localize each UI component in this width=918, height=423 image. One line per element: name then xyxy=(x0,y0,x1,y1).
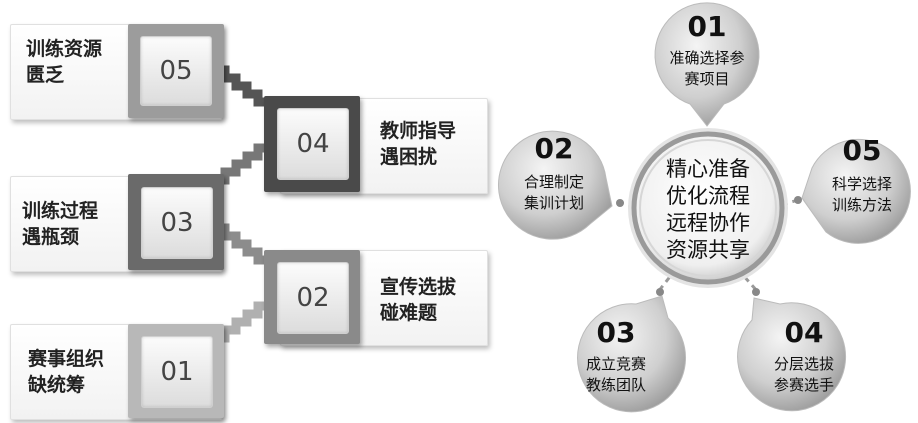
step-02-number: 02 xyxy=(277,262,349,334)
center-circle xyxy=(631,131,785,285)
step-03-label: 训练过程 遇瓶颈 xyxy=(22,200,99,248)
step-05-number: 05 xyxy=(140,36,212,106)
bubble-04 xyxy=(737,297,847,412)
bubble-03-label: 成立竞赛 教练团队 xyxy=(585,355,646,394)
step-04-number: 04 xyxy=(277,108,349,180)
bubble-05-content: 05 科学选择 训练方法 xyxy=(814,130,910,230)
step-01-number: 01 xyxy=(141,336,213,408)
step-03-number: 03 xyxy=(141,187,213,259)
bubble-05-label: 科学选择 训练方法 xyxy=(831,175,892,214)
bubble-01-number: 01 xyxy=(687,10,727,43)
bubble-01-label: 准确选择参 赛项目 xyxy=(669,49,745,88)
bubble-02-number: 02 xyxy=(534,132,574,165)
step-04-label: 教师指导 遇困扰 xyxy=(380,120,457,168)
bubble-01-content: 01 准确选择参 赛项目 xyxy=(654,10,760,110)
bubble-04-number: 04 xyxy=(784,316,824,349)
step-01-label: 赛事组织 缺统筹 xyxy=(28,348,105,396)
center-text: 精心准备 优化流程 远程协作 资源共享 xyxy=(666,157,750,262)
bubble-02-content: 02 合理制定 集训计划 xyxy=(506,128,602,228)
bubble-02 xyxy=(497,130,613,240)
bubble-03-number: 03 xyxy=(596,316,636,349)
bubble-02-label: 合理制定 集训计划 xyxy=(523,173,584,212)
bubble-05-number: 05 xyxy=(842,134,882,167)
bubble-01 xyxy=(654,2,760,127)
bubble-05 xyxy=(801,138,911,244)
bubble-04-label: 分层选拔 参赛选手 xyxy=(773,355,834,394)
step-05-label: 训练资源 匮乏 xyxy=(26,38,103,86)
step-02-label: 宣传选拔 碰难题 xyxy=(380,276,457,324)
bubble-03-content: 03 成立竞赛 教练团队 xyxy=(566,312,666,412)
bubble-03 xyxy=(577,295,686,413)
bubble-04-content: 04 分层选拔 参赛选手 xyxy=(754,312,854,412)
